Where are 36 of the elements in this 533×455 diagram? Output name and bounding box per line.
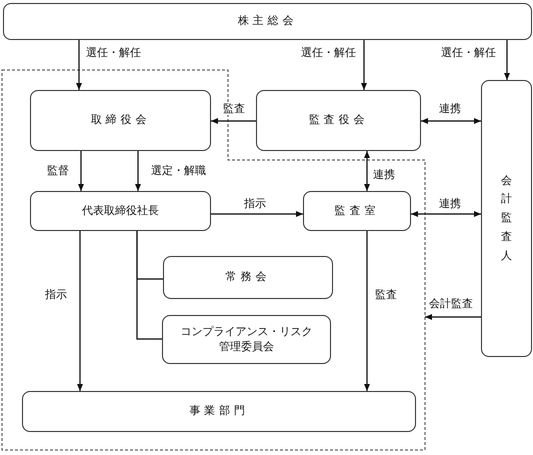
- edge-label: 選任・解任: [300, 46, 357, 59]
- org-box: 監査役会: [256, 90, 421, 151]
- connector-line: [136, 231, 162, 340]
- org-box: 会計監査人: [481, 80, 532, 357]
- arrow: [421, 118, 481, 124]
- arrow: [504, 40, 510, 80]
- org-box: 株主総会: [3, 3, 532, 40]
- org-box: 監査室: [303, 191, 411, 231]
- arrow: [76, 40, 82, 90]
- arrow: [364, 231, 370, 391]
- edge-label: 連携: [438, 197, 462, 210]
- edge-label: 選定・解職: [150, 164, 207, 177]
- arrow: [364, 151, 370, 191]
- edge-label: 連携: [438, 102, 462, 115]
- arrow: [425, 314, 481, 320]
- edge-label: 選任・解任: [440, 46, 497, 59]
- arrow: [211, 211, 303, 217]
- edge-label: 監査: [374, 288, 398, 301]
- org-box: 事業部門: [22, 391, 416, 432]
- edge-label: 監査: [222, 102, 246, 115]
- org-box: 常務会: [163, 256, 333, 299]
- edge-label: 指示: [243, 197, 267, 210]
- edge-label: 選任・解任: [85, 46, 142, 59]
- org-box: コンプライアンス・リスク管理委員会: [162, 315, 331, 364]
- org-box: 代表取締役社長: [30, 191, 211, 231]
- arrow: [135, 151, 141, 191]
- arrow: [77, 231, 83, 391]
- arrow: [361, 40, 367, 90]
- org-box: 取締役会: [30, 90, 211, 151]
- arrow: [411, 211, 481, 217]
- edge-label: 連携: [372, 168, 396, 181]
- edge-label: 会計監査: [428, 297, 474, 310]
- arrow: [78, 151, 84, 191]
- edge-label: 監督: [46, 164, 70, 177]
- arrow: [211, 118, 256, 124]
- edge-label: 指示: [44, 288, 68, 301]
